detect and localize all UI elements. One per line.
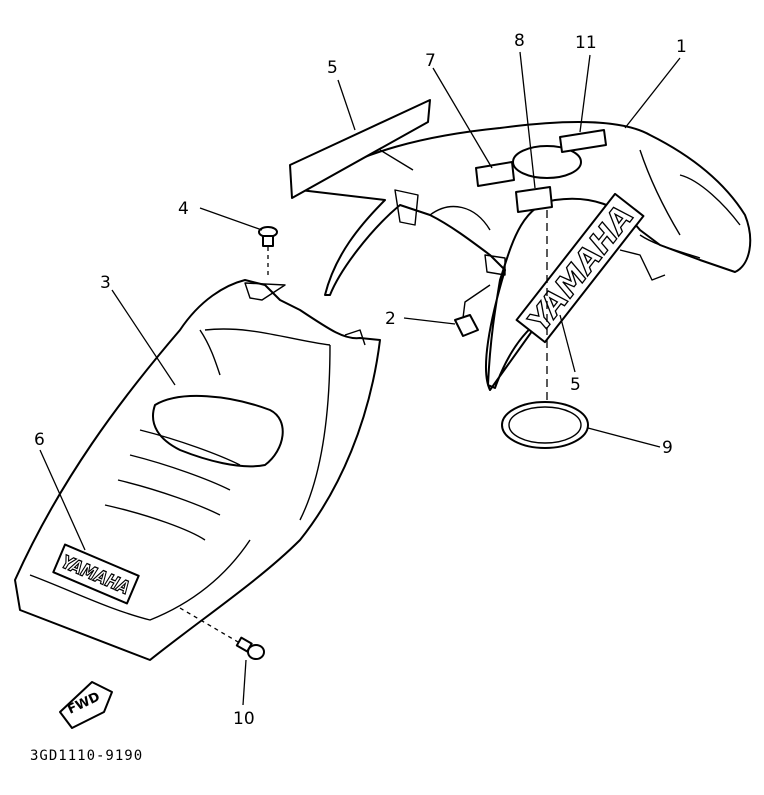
svg-text:YAMAHA: YAMAHA (521, 199, 641, 339)
decal-7 (475, 161, 515, 187)
clip-nut (454, 284, 491, 337)
callout-5-lower: 5 (570, 375, 581, 395)
callout-1: 1 (676, 37, 687, 57)
callout-5-upper: 5 (327, 58, 338, 78)
callout-8: 8 (514, 31, 525, 51)
callout-10: 10 (233, 709, 255, 729)
callout-4: 4 (178, 199, 189, 219)
callout-6: 6 (34, 430, 45, 450)
callout-11: 11 (575, 33, 597, 53)
tank-emblem: YAMAHA (515, 192, 645, 344)
diagram-part-code: 3GD1110-9190 (30, 748, 143, 764)
bolt (179, 607, 265, 660)
seat-cover: YAMAHA (14, 279, 381, 661)
leader-lines (39, 51, 681, 706)
decal-8 (515, 186, 553, 213)
side-stripe-decal (289, 99, 431, 199)
callout-9: 9 (662, 438, 673, 458)
ring-gasket (501, 401, 589, 449)
forward-direction-arrow: FWD (59, 681, 113, 729)
decal-11 (559, 129, 607, 153)
callout-7: 7 (425, 51, 436, 71)
callout-3: 3 (100, 273, 111, 293)
screw (258, 226, 278, 278)
callout-2: 2 (385, 309, 396, 329)
